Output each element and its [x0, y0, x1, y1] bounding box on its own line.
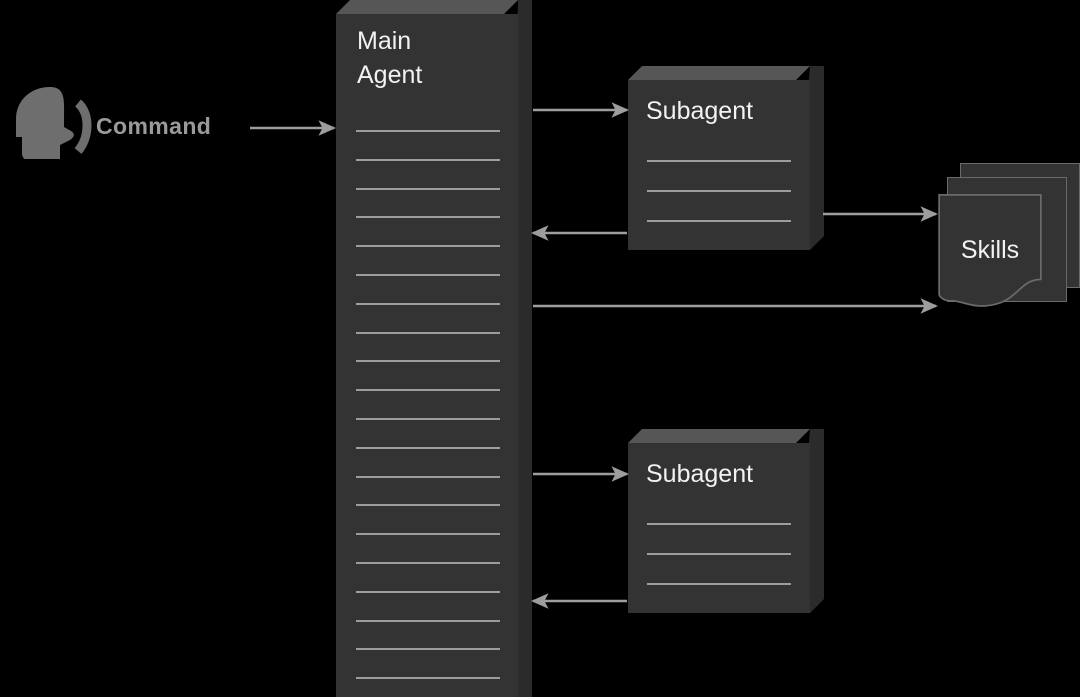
main-agent-rule-10 — [356, 389, 500, 392]
main-agent-rule-15 — [356, 533, 500, 536]
main-agent-rule-17 — [356, 590, 500, 593]
main-agent-rule-14 — [356, 504, 500, 507]
skills-label: Skills — [960, 236, 1020, 264]
main-agent-rule-5 — [356, 245, 500, 248]
subagent-box-bottom[interactable]: Subagent — [628, 429, 824, 613]
command-label: Command — [96, 113, 212, 139]
subagent-bottom-rule-3 — [647, 583, 791, 585]
skills-stack[interactable]: Skills — [930, 163, 1080, 333]
main-agent-rule-2 — [356, 158, 500, 161]
main-agent-rule-18 — [356, 619, 500, 622]
main-agent-rule-9 — [356, 360, 500, 363]
subagent-bottom-title: Subagent — [646, 460, 754, 488]
main-agent-rule-19 — [356, 648, 500, 651]
subagent-top-box-top-face — [628, 66, 810, 80]
main-agent-box[interactable]: Main Agent — [336, 0, 532, 697]
main-agent-rule-4 — [356, 216, 500, 219]
main-agent-box-front-face — [336, 14, 518, 697]
subagent-bottom-box-top-face — [628, 429, 810, 443]
main-agent-rule-8 — [356, 331, 500, 334]
main-agent-rule-11 — [356, 418, 500, 420]
main-agent-title: Main Agent — [357, 27, 423, 89]
subagent-bottom-rule-1 — [647, 523, 791, 525]
main-agent-rule-3 — [356, 187, 500, 190]
main-agent-rule-1 — [356, 130, 500, 132]
speaking-head-icon — [16, 87, 92, 159]
subagent-top-rule-3 — [647, 220, 791, 222]
subagent-top-rule-2 — [647, 190, 791, 192]
subagent-bottom-rule-2 — [647, 553, 791, 555]
subagent-top-rule-1 — [647, 160, 791, 162]
main-agent-rule-20 — [356, 677, 500, 680]
main-agent-rule-6 — [356, 274, 500, 276]
subagent-top-title: Subagent — [646, 97, 754, 125]
subagent-box-top[interactable]: Subagent — [628, 66, 824, 250]
main-agent-rule-7 — [356, 302, 500, 305]
main-agent-rule-16 — [356, 562, 500, 564]
skills-sheet-front — [938, 194, 1042, 307]
main-agent-rule-13 — [356, 475, 500, 478]
main-agent-rule-12 — [356, 446, 500, 449]
main-agent-box-top-face — [336, 0, 518, 14]
